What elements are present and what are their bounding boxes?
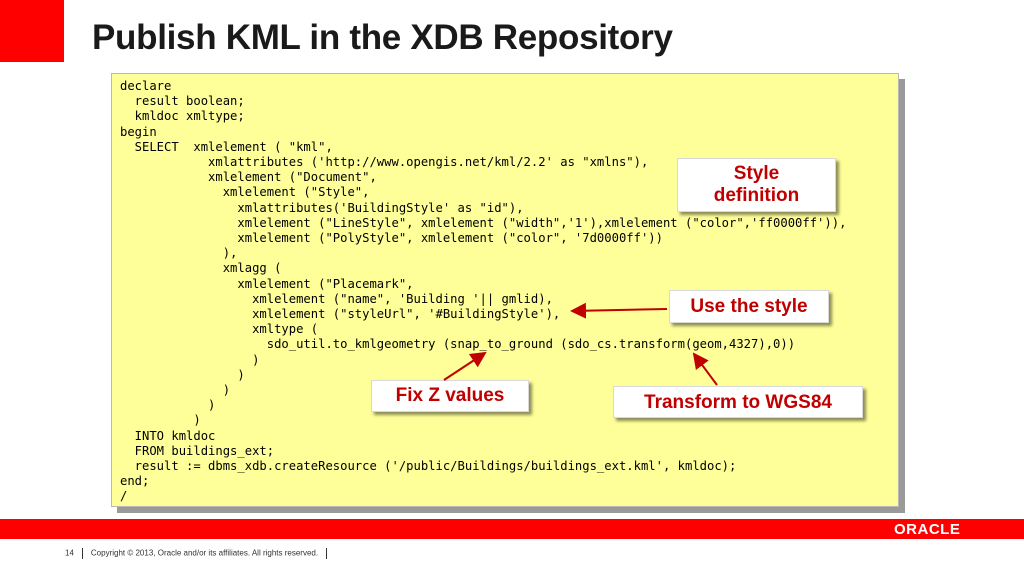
footer: 14 Copyright © 2013, Oracle and/or its af… xyxy=(65,548,335,559)
code-line: end; xyxy=(120,474,150,489)
code-line: declare xyxy=(120,79,172,93)
code-line: result boolean; xyxy=(120,94,245,109)
code-line: SELECT xmlelement ( "kml", xyxy=(120,139,333,154)
oracle-logo: ORACLE xyxy=(894,521,961,538)
callout-transform: Transform to WGS84 xyxy=(613,386,863,418)
code-line: FROM buildings_ext; xyxy=(120,443,275,458)
code-line: sdo_util.to_kmlgeometry (snap_to_ground … xyxy=(120,337,796,352)
code-line: ) xyxy=(120,398,216,413)
code-line: ) xyxy=(120,352,260,367)
accent-block xyxy=(0,0,64,62)
code-line: / xyxy=(120,489,128,504)
footer-separator xyxy=(326,548,328,559)
callout-fix-z: Fix Z values xyxy=(371,380,529,412)
code-listing: declare result boolean; kmldoc xmltype; … xyxy=(120,79,846,505)
code-line: xmlattributes ('http://www.opengis.net/k… xyxy=(120,155,649,170)
page-number: 14 xyxy=(65,548,74,558)
code-line: ), xyxy=(120,246,238,261)
code-line: xmltype ( xyxy=(120,322,319,337)
code-line: xmlelement ("Style", xyxy=(120,185,370,200)
code-line: xmlelement ("styleUrl", '#BuildingStyle'… xyxy=(120,307,561,322)
code-line: xmlelement ("Placemark", xyxy=(120,276,414,291)
callout-style-definition: Style definition xyxy=(677,158,836,212)
code-line: xmlattributes('BuildingStyle' as "id"), xyxy=(120,200,524,215)
code-line: ) xyxy=(120,383,231,398)
code-line: xmlelement ("name", 'Building '|| gmlid)… xyxy=(120,291,553,306)
callout-use-style: Use the style xyxy=(669,290,829,323)
code-line: ) xyxy=(120,413,201,428)
code-line: xmlelement ("PolyStyle", xmlelement ("co… xyxy=(120,231,663,246)
copyright-text: Copyright © 2013, Oracle and/or its affi… xyxy=(90,548,319,558)
code-line: xmlelement ("Document", xyxy=(120,170,377,185)
code-line: INTO kmldoc xyxy=(120,428,216,443)
code-line: xmlelement ("LineStyle", xmlelement ("wi… xyxy=(120,215,847,230)
footer-bar xyxy=(0,519,1024,539)
code-line: xmlagg ( xyxy=(120,261,282,276)
code-line: ) xyxy=(120,367,245,382)
footer-separator xyxy=(81,548,83,559)
slide-title: Publish KML in the XDB Repository xyxy=(92,18,673,57)
code-line: begin xyxy=(120,124,157,139)
code-line: result := dbms_xdb.createResource ('/pub… xyxy=(120,459,737,474)
code-line: kmldoc xmltype; xyxy=(120,109,245,124)
